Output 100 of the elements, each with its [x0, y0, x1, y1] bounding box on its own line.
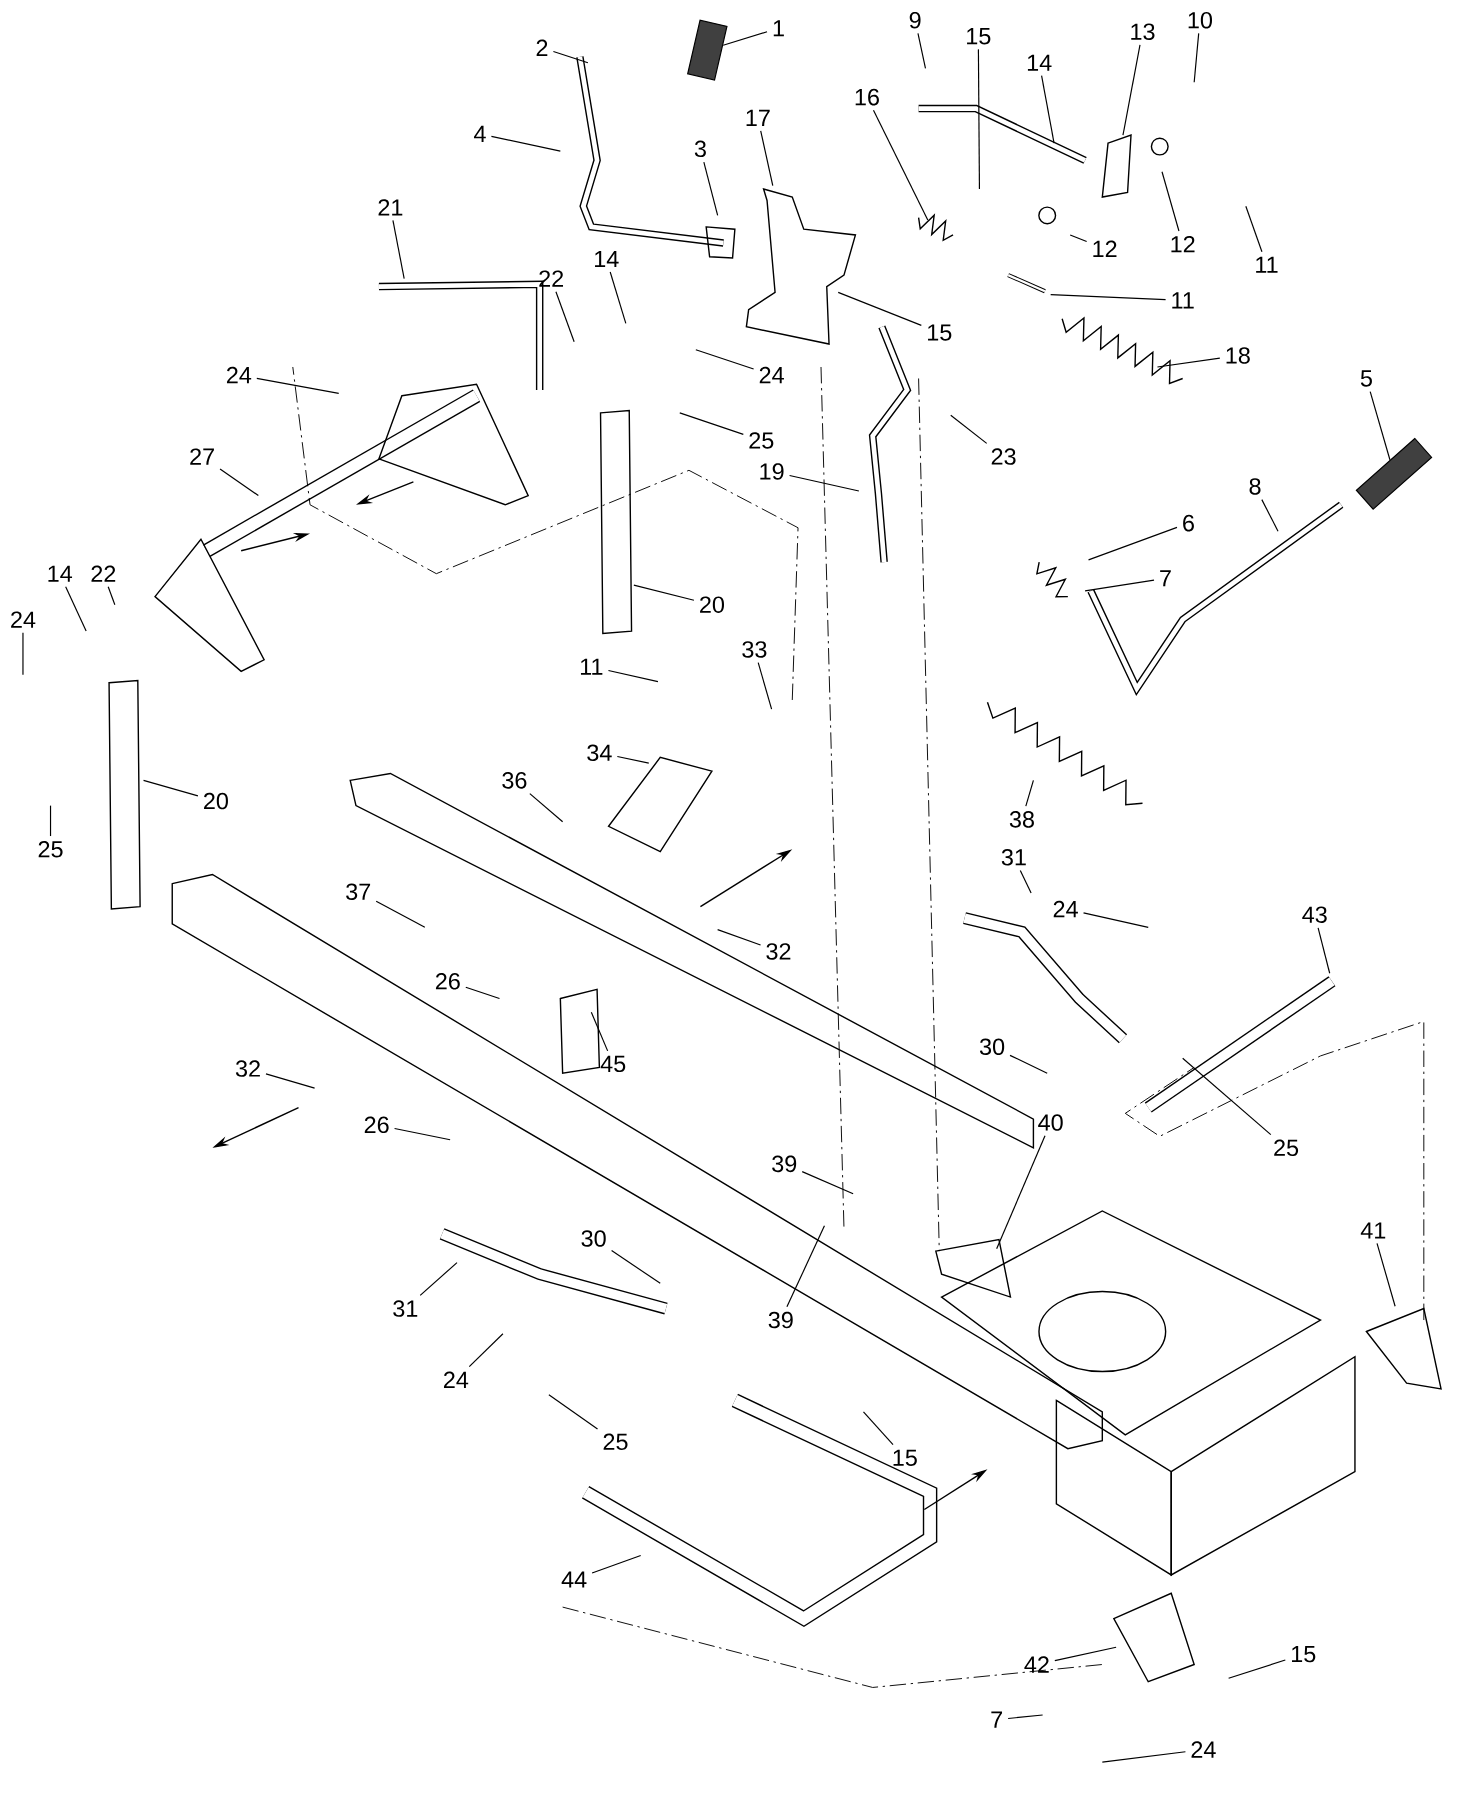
- callout-number: 30: [979, 1038, 1005, 1056]
- callout-number: 39: [768, 1311, 793, 1329]
- callout-number: 16: [855, 88, 879, 106]
- leader-line: [862, 1411, 894, 1446]
- leader-line: [607, 669, 659, 683]
- leader-line: [219, 468, 259, 497]
- callout-number: 22: [91, 565, 116, 582]
- callout-number: 37: [346, 883, 371, 900]
- callout-number: 21: [378, 199, 403, 216]
- callout-number: 24: [1053, 900, 1078, 918]
- leader-line: [977, 48, 981, 190]
- leader-line: [1228, 1659, 1286, 1679]
- leader-line: [760, 130, 774, 187]
- leader-line: [49, 805, 52, 837]
- callout-number: 36: [502, 772, 527, 789]
- leader-line: [996, 1135, 1046, 1250]
- callout-number: 15: [893, 1449, 917, 1466]
- leader-line: [1050, 294, 1167, 301]
- callout-number: 14: [595, 251, 619, 268]
- callout-number: 33: [742, 641, 767, 658]
- callout-number: 5: [1360, 370, 1372, 387]
- leader-line: [717, 929, 762, 946]
- callout-number: 11: [580, 658, 603, 675]
- callout-number: 44: [561, 1571, 587, 1588]
- leader-line: [142, 779, 199, 797]
- callout-number: 12: [1093, 240, 1117, 257]
- leader-line: [552, 50, 589, 64]
- callout-number: 10: [1188, 11, 1212, 29]
- callout-number: 7: [1160, 570, 1171, 587]
- callout-number: 20: [204, 792, 228, 810]
- callout-number: 41: [1360, 1222, 1386, 1239]
- leader-line: [419, 1262, 458, 1296]
- callout-number: 24: [759, 366, 784, 384]
- leader-line: [548, 1394, 599, 1430]
- callout-number: 11: [1256, 256, 1278, 273]
- leader-line: [1161, 171, 1180, 232]
- callout-number: 23: [991, 448, 1016, 465]
- leader-line: [609, 271, 627, 324]
- leader-line: [801, 1171, 854, 1195]
- leader-line: [490, 135, 561, 152]
- callout-number: 39: [772, 1155, 797, 1173]
- callout-number: 34: [587, 744, 612, 762]
- leader-line: [392, 219, 405, 280]
- leader-line: [872, 109, 929, 221]
- callout-number: 45: [600, 1055, 626, 1073]
- callout-number: 32: [766, 943, 791, 960]
- callout-number: 25: [749, 432, 774, 449]
- leader-line: [1122, 44, 1141, 136]
- callout-number: 20: [700, 596, 724, 613]
- leader-line: [256, 377, 340, 394]
- leader-line: [695, 349, 755, 370]
- callout-number: 22: [539, 270, 563, 287]
- callout-number: 11: [1172, 292, 1194, 309]
- callout-number: 30: [581, 1230, 606, 1247]
- callout-number: 1: [773, 20, 784, 37]
- leader-line: [1317, 927, 1331, 974]
- leader-line: [633, 584, 695, 601]
- leader-line: [722, 31, 768, 46]
- leader-line: [917, 32, 927, 70]
- leader-line: [465, 986, 501, 1000]
- callout-number: 38: [1009, 811, 1034, 828]
- leader-line: [1376, 1242, 1396, 1307]
- callout-number: 40: [1038, 1114, 1063, 1131]
- leader-line: [65, 586, 87, 632]
- callout-number: 24: [11, 611, 36, 628]
- leader-line: [950, 414, 988, 444]
- callout-number: 31: [1001, 849, 1026, 866]
- leader-line: [1082, 912, 1149, 928]
- callout-number: 14: [1027, 54, 1052, 71]
- callout-number: 42: [1024, 1656, 1049, 1673]
- callout-number: 15: [967, 28, 991, 45]
- callout-number: 26: [364, 1116, 389, 1134]
- leader-line: [1193, 32, 1200, 83]
- callout-number: 43: [1302, 906, 1327, 923]
- callout-number: 4: [474, 125, 486, 142]
- leader-line: [1101, 1751, 1186, 1763]
- callout-number: 24: [227, 366, 252, 384]
- callout-number: 7: [991, 1711, 1002, 1728]
- leader-line: [375, 900, 426, 928]
- leader-line: [1007, 1714, 1044, 1720]
- leader-line: [1009, 1054, 1048, 1074]
- leader-line: [394, 1127, 451, 1141]
- callout-number: 31: [393, 1300, 418, 1317]
- leader-line: [555, 291, 575, 343]
- leader-line: [611, 1249, 661, 1284]
- leader-line: [1084, 579, 1155, 592]
- leader-line: [679, 412, 744, 435]
- leader-line: [1261, 499, 1279, 532]
- leader-line: [1025, 779, 1034, 807]
- callout-number: 14: [48, 565, 73, 582]
- leader-line: [1182, 1057, 1272, 1136]
- callout-number: 25: [603, 1433, 628, 1451]
- leader-line: [1245, 205, 1263, 253]
- callout-number: 12: [1171, 235, 1195, 253]
- leader-line: [22, 632, 24, 676]
- callout-number: 2: [536, 39, 548, 56]
- leader-line: [1019, 869, 1032, 894]
- callout-number: 18: [1226, 347, 1250, 364]
- callout-number: 3: [694, 140, 706, 158]
- leader-line: [529, 793, 564, 823]
